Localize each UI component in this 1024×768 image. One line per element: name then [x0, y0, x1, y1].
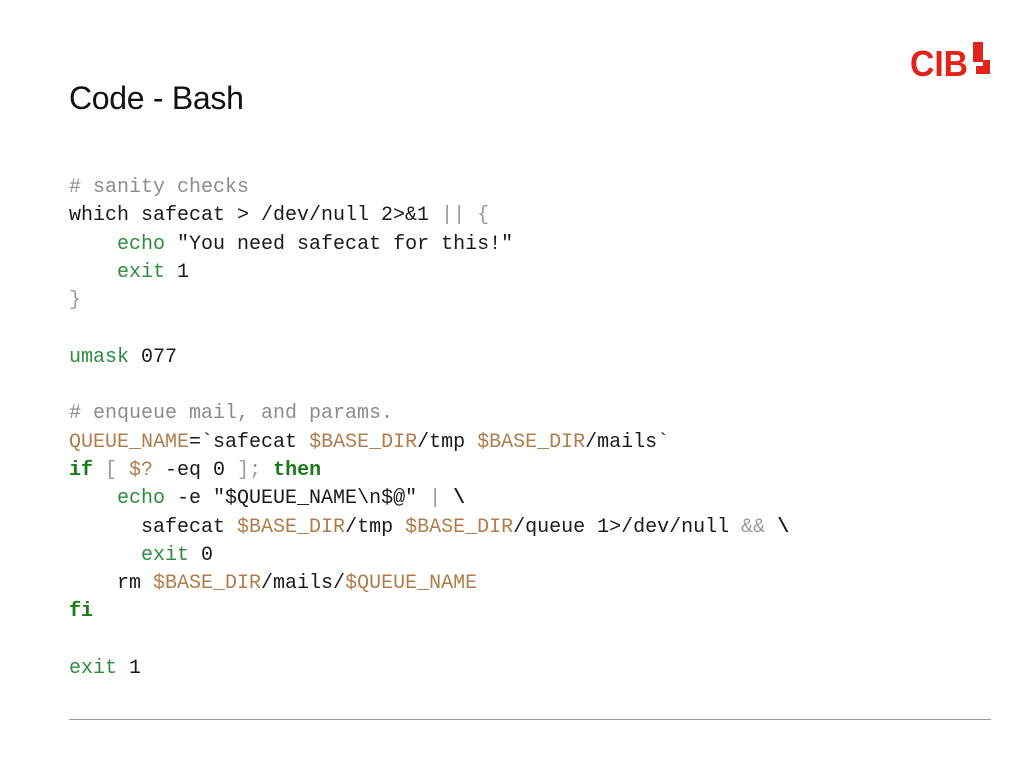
code-token: /mails` — [585, 430, 670, 454]
code-token: echo — [117, 232, 166, 256]
code-token: 1 — [165, 260, 190, 284]
code-token: $BASE_DIR — [153, 572, 262, 596]
code-token: $BASE_DIR — [477, 430, 586, 454]
code-token: $QUEUE_NAME — [345, 572, 478, 596]
code-token: && — [741, 515, 766, 539]
code-line: echo "You need safecat for this!" — [69, 231, 789, 259]
code-token: 1 — [117, 657, 142, 681]
code-line: # sanity checks — [69, 174, 789, 202]
code-token: umask — [69, 345, 130, 369]
code-token — [765, 516, 777, 539]
code-token: safecat — [69, 515, 238, 539]
code-token: =`safecat — [189, 430, 310, 454]
code-line: if [ $? -eq 0 ]; then — [69, 457, 789, 485]
slide-title: Code - Bash — [69, 80, 244, 116]
code-line: safecat $BASE_DIR/tmp $BASE_DIR/queue 1>… — [69, 514, 789, 542]
code-token: exit — [69, 657, 118, 681]
cib-logo: CIB — [910, 42, 990, 80]
code-line — [69, 627, 789, 655]
code-token: } — [69, 289, 82, 313]
code-token: echo — [117, 487, 166, 511]
code-token: "You need safecat for this!" — [165, 232, 514, 256]
code-token — [69, 487, 117, 510]
code-token: exit — [141, 543, 190, 567]
code-token: ]; — [237, 458, 262, 482]
code-token: which safecat > /dev/null 2>&1 — [69, 204, 442, 228]
code-line: exit 1 — [69, 655, 789, 683]
code-token: QUEUE_NAME — [69, 430, 190, 454]
code-token — [441, 487, 453, 510]
code-token: $BASE_DIR — [309, 430, 418, 454]
code-line — [69, 315, 789, 343]
code-line: exit 0 — [69, 542, 789, 570]
code-token: | — [429, 487, 442, 511]
code-line: echo -e "$QUEUE_NAME\n$@" | \ — [69, 485, 789, 513]
code-token: 0 — [189, 543, 214, 567]
code-token: fi — [69, 600, 94, 624]
code-token: exit — [117, 260, 166, 284]
code-token — [69, 233, 117, 256]
code-token: 077 — [129, 345, 178, 369]
code-line: fi — [69, 598, 789, 626]
code-token: $? — [129, 458, 154, 482]
code-token: -eq 0 — [153, 458, 238, 482]
code-token: rm — [69, 572, 154, 596]
code-line — [69, 372, 789, 400]
code-token — [69, 544, 141, 567]
code-token: /tmp — [345, 515, 406, 539]
code-token: # enqueue mail, and params. — [69, 402, 394, 426]
svg-text:CIB: CIB — [910, 43, 968, 80]
footer-divider — [69, 719, 991, 720]
code-token: [ — [93, 458, 130, 482]
code-token: || { — [441, 204, 490, 228]
code-line: umask 077 — [69, 344, 789, 372]
code-block: # sanity checks which safecat > /dev/null… — [69, 174, 789, 683]
code-token: if — [69, 458, 94, 482]
code-token: $BASE_DIR — [405, 515, 514, 539]
code-line: QUEUE_NAME=`safecat $BASE_DIR/tmp $BASE_… — [69, 429, 789, 457]
code-token — [261, 459, 273, 482]
code-token: then — [273, 458, 322, 482]
code-line: } — [69, 287, 789, 315]
code-token: -e "$QUEUE_NAME\n$@" — [165, 487, 430, 511]
code-token: \ — [453, 487, 466, 511]
code-line: exit 1 — [69, 259, 789, 287]
code-line: # enqueue mail, and params. — [69, 400, 789, 428]
code-token — [69, 261, 117, 284]
code-token: \ — [777, 515, 790, 539]
code-token: /mails/ — [261, 572, 346, 596]
code-token: # sanity checks — [69, 176, 250, 199]
code-token: /tmp — [417, 430, 478, 454]
code-line: rm $BASE_DIR/mails/$QUEUE_NAME — [69, 570, 789, 598]
code-line: which safecat > /dev/null 2>&1 || { — [69, 202, 789, 230]
code-token: $BASE_DIR — [237, 515, 346, 539]
code-token: /queue 1>/dev/null — [513, 515, 742, 539]
